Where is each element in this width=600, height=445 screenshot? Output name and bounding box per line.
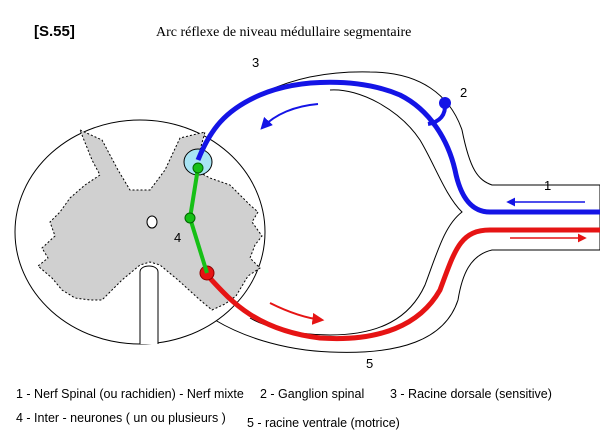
motor-fiber bbox=[205, 227, 600, 342]
sensory-fiber bbox=[195, 79, 600, 215]
label-1: 1 bbox=[544, 178, 551, 193]
interneuron-node-mid bbox=[184, 212, 196, 224]
central-canal bbox=[146, 215, 158, 229]
nerve-sheath-outer bbox=[199, 71, 600, 353]
label-3: 3 bbox=[252, 55, 259, 70]
motor-direction-arrow bbox=[269, 302, 325, 325]
legend-item-5: 5 - racine ventrale (motrice) bbox=[247, 416, 400, 430]
interneuron-node-top bbox=[192, 162, 204, 174]
legend-item-1: 1 - Nerf Spinal (ou rachidien) - Nerf mi… bbox=[16, 387, 244, 401]
nerve-sheath-inner bbox=[249, 89, 463, 336]
legend-item-3: 3 - Racine dorsale (sensitive) bbox=[390, 387, 552, 401]
diagram-title: Arc réflexe de niveau médullaire segment… bbox=[156, 25, 411, 40]
legend-item-2: 2 - Ganglion spinal bbox=[260, 387, 364, 401]
sensory-direction-arrow bbox=[260, 103, 319, 130]
legend-item-4: 4 - Inter - neurones ( un ou plusieurs ) bbox=[16, 411, 226, 425]
label-5: 5 bbox=[366, 356, 373, 371]
label-4: 4 bbox=[174, 230, 181, 245]
anterior-median-fissure bbox=[139, 265, 159, 344]
label-2: 2 bbox=[460, 85, 467, 100]
figure-reference: [S.55] bbox=[34, 23, 75, 40]
spinal-ganglion-cell bbox=[439, 97, 451, 109]
